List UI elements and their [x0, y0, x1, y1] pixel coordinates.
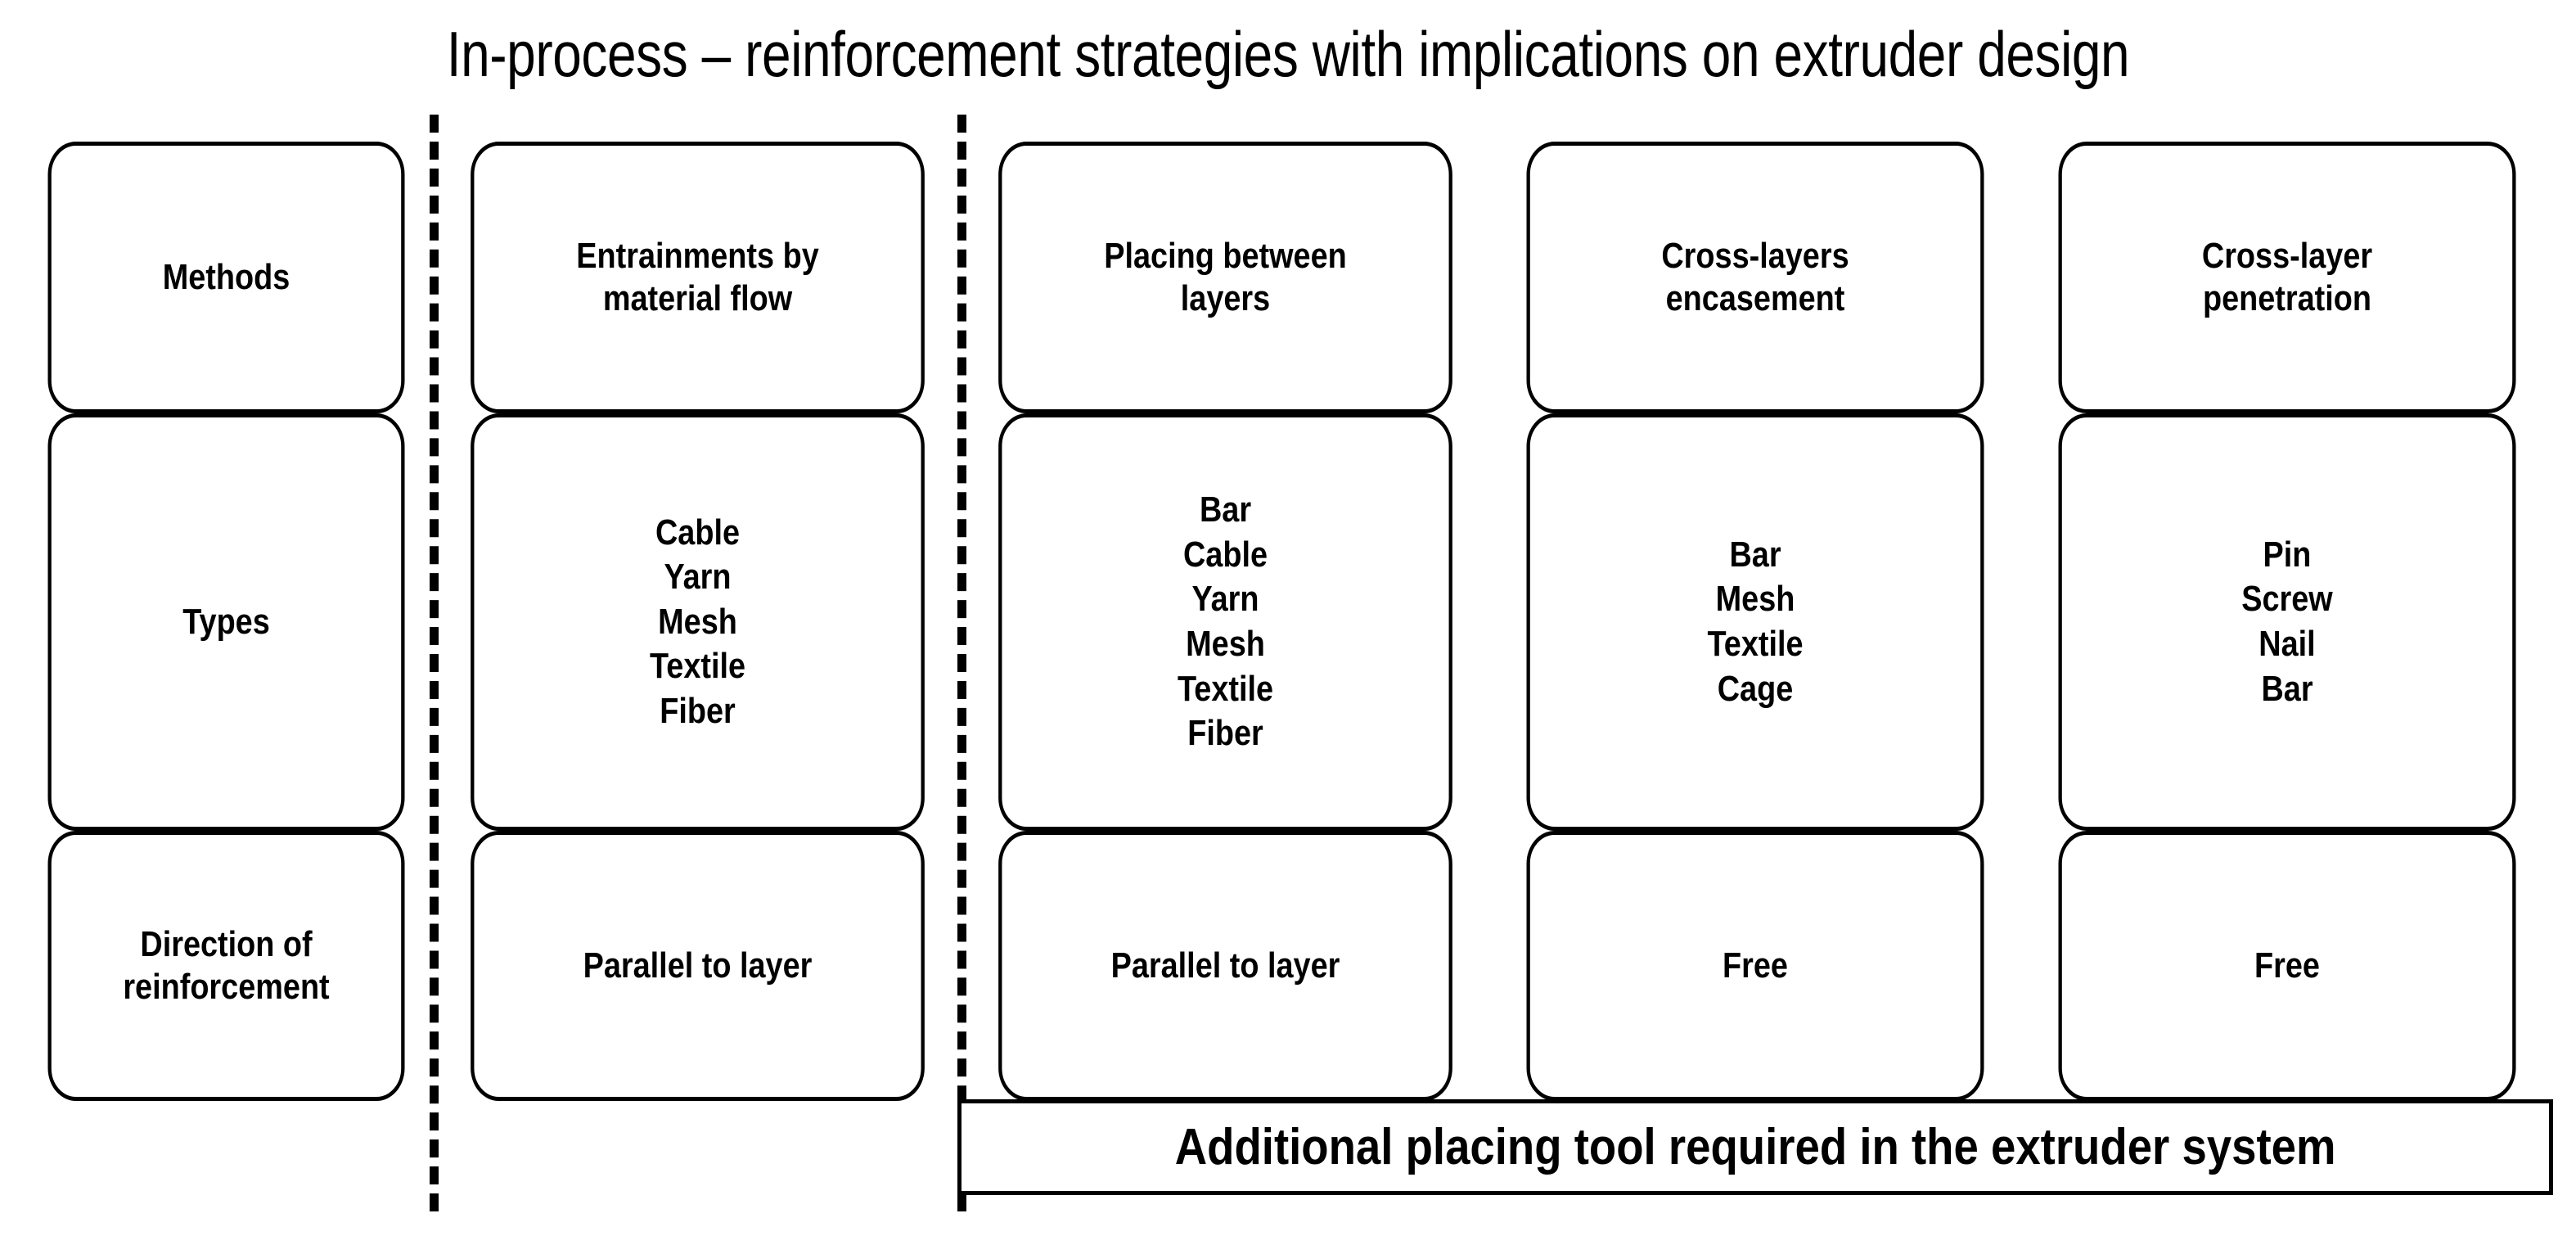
cell-line: Screw [2241, 579, 2333, 620]
cell-line: Cross-layer [2201, 236, 2373, 277]
cell-line: Mesh [658, 601, 737, 642]
dashed-divider-left [430, 115, 439, 1211]
cell-line: layers [1180, 278, 1271, 318]
cell-types-placing-between-layers: Bar Cable Yarn Mesh Textile Fiber [998, 413, 1452, 831]
cell-line: Textile [1177, 668, 1274, 709]
bottom-note-box: Additional placing tool required in the … [957, 1099, 2553, 1195]
cell-line: Bar [2261, 668, 2313, 709]
cell-methods-cross-layers-encasement: Cross-layers encasement [1526, 142, 1984, 413]
cell-line: Entrainments by [576, 236, 819, 277]
cell-direction-cross-layer-penetration: Free [2058, 831, 2516, 1101]
cell-line: Cage [1717, 668, 1794, 709]
table-row-direction: Direction of reinforcement Parallel to l… [19, 831, 2553, 1101]
cell-line: Bar [1199, 489, 1252, 530]
cell-methods-cross-layer-penetration: Cross-layer penetration [2058, 142, 2516, 413]
cell-line: Mesh [1715, 579, 1795, 620]
cell-line: penetration [2202, 278, 2372, 318]
cell-direction-cross-layers-encasement: Free [1526, 831, 1984, 1101]
cell-line: Types [182, 601, 270, 642]
cell-methods-placing-between-layers: Placing between layers [998, 142, 1452, 413]
cell-line: Direction of [140, 924, 313, 965]
cell-line: Textile [1707, 624, 1804, 664]
cell-line: material flow [602, 278, 793, 318]
cell-direction-placing-between-layers: Parallel to layer [998, 831, 1452, 1101]
table-row-methods: Methods Entrainments by material flow Pl… [19, 142, 2553, 413]
dashed-divider-right [957, 115, 966, 1211]
cell-types-entrainments: Cable Yarn Mesh Textile Fiber [471, 413, 925, 831]
bottom-note-text: Additional placing tool required in the … [1174, 1118, 2336, 1175]
cell-line: encasement [1665, 278, 1845, 318]
table-row-types: Types Cable Yarn Mesh Textile Fiber Bar … [19, 413, 2553, 831]
cell-line: Fiber [1187, 713, 1263, 754]
cell-line: Free [2254, 945, 2320, 986]
cell-line: Cable [655, 512, 741, 553]
cell-line: Placing between [1104, 236, 1347, 277]
cell-direction-entrainments: Parallel to layer [471, 831, 925, 1101]
cell-types-label: Types [47, 413, 405, 831]
cell-line: Cross-layers [1661, 236, 1849, 277]
cell-line: Bar [1729, 534, 1781, 575]
cell-line: Fiber [660, 690, 736, 731]
page-title: In-process – reinforcement strategies wi… [446, 18, 2130, 90]
cell-line: Parallel to layer [1110, 945, 1340, 986]
cell-types-cross-layers-encasement: Bar Mesh Textile Cage [1526, 413, 1984, 831]
cell-methods-entrainments: Entrainments by material flow [471, 142, 925, 413]
cell-line: Yarn [664, 557, 732, 598]
cell-types-cross-layer-penetration: Pin Screw Nail Bar [2058, 413, 2516, 831]
cell-line: Parallel to layer [583, 945, 813, 986]
cell-line: Pin [2263, 534, 2312, 575]
cell-line: Nail [2259, 624, 2316, 664]
cell-line: Yarn [1191, 579, 1259, 620]
cell-line: Mesh [1186, 624, 1265, 664]
cell-direction-label: Direction of reinforcement [47, 831, 405, 1101]
cell-line: reinforcement [123, 967, 330, 1007]
cell-line: Methods [162, 257, 290, 298]
cell-line: Free [1723, 945, 1788, 986]
cell-methods-label: Methods [47, 142, 405, 413]
reinforcement-strategy-matrix: Methods Entrainments by material flow Pl… [19, 142, 2553, 1101]
cell-line: Textile [649, 646, 746, 687]
cell-line: Cable [1182, 534, 1268, 575]
